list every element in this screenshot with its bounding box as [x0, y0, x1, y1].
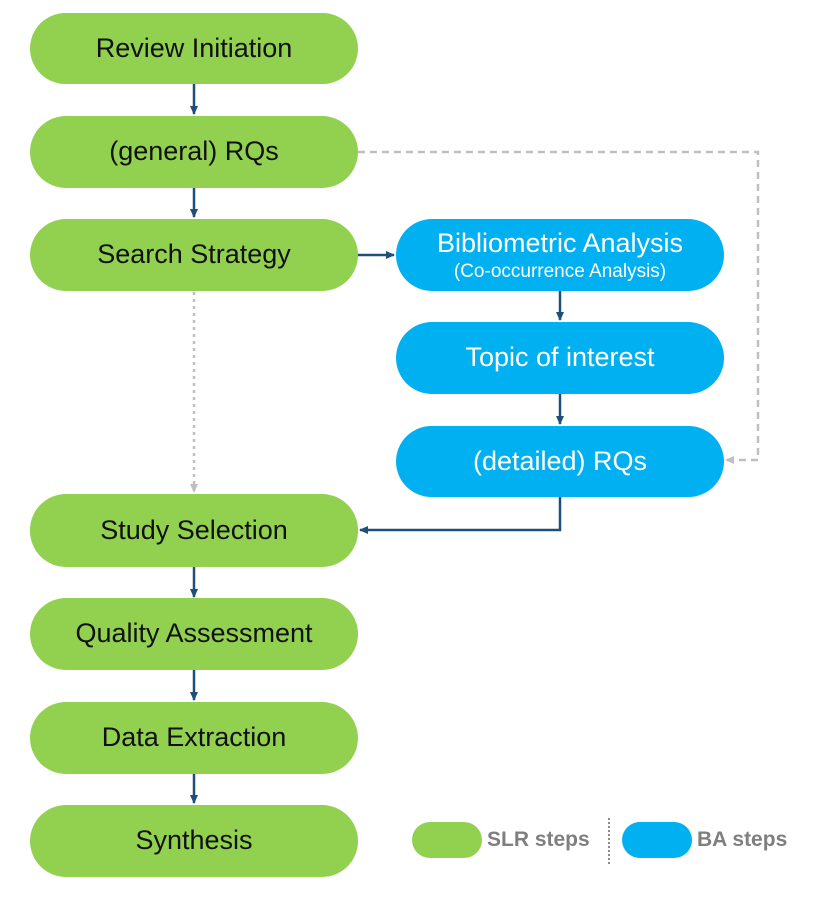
arrow-detailed-rqs-to-study-selection — [359, 497, 562, 534]
dashed-arrow-general-rqs-to-detailed-rqs — [358, 150, 760, 464]
node-label: (general) RQs — [109, 136, 279, 167]
node-label: Quality Assessment — [75, 618, 313, 649]
node-bibliometric-analysis: Bibliometric Analysis (Co-occurrence Ana… — [396, 219, 724, 291]
node-general-rqs: (general) RQs — [30, 116, 358, 188]
legend-ba-label: BA steps — [697, 828, 788, 851]
node-synthesis: Synthesis — [30, 805, 358, 877]
node-label: (detailed) RQs — [472, 445, 648, 476]
node-label: Synthesis — [135, 825, 253, 856]
node-label: Bibliometric Analysis — [436, 227, 684, 258]
node-detailed-rqs: (detailed) RQs — [396, 426, 724, 497]
node-label: Review Initiation — [95, 32, 293, 63]
node-label: Search Strategy — [97, 239, 291, 270]
node-search-strategy: Search Strategy — [30, 219, 358, 291]
legend-slr-label: SLR steps — [487, 828, 590, 851]
node-topic-of-interest: Topic of interest — [396, 322, 724, 394]
legend-slr-swatch — [412, 822, 482, 858]
node-review-initiation: Review Initiation — [30, 13, 358, 84]
node-sublabel: (Co-occurrence Analysis) — [453, 260, 667, 282]
node-data-extraction: Data Extraction — [30, 702, 358, 774]
node-study-selection: Study Selection — [30, 494, 358, 567]
node-label: Topic of interest — [465, 342, 655, 373]
legend-separator — [608, 818, 610, 864]
node-label: Data Extraction — [101, 722, 287, 753]
legend-ba-swatch — [622, 822, 692, 858]
node-quality-assessment: Quality Assessment — [30, 598, 358, 670]
node-label: Study Selection — [100, 514, 288, 545]
